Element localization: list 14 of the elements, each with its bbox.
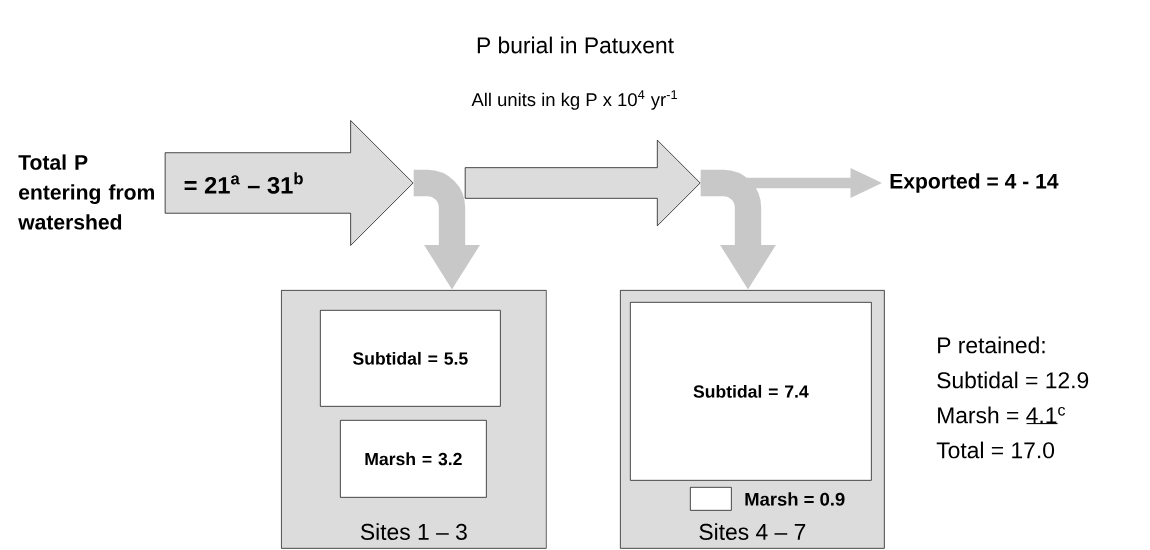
summary-text: Marsh = 4.1$^{c}$ [938, 406, 1066, 424]
side-text: Marsh = 0.9 [745, 492, 845, 506]
title: P burial in Patuxent [477, 36, 674, 54]
output-text: Exported = 4 - 14 [890, 173, 1059, 193]
side-text: Total P entering from watershed [18, 154, 154, 230]
result-box: Subtidal = 7.4 [630, 302, 872, 481]
block-arrow [464, 139, 701, 227]
subtitle: All units in kg P x 10$^{4}$ yr$^{-1}$ [471, 90, 678, 110]
summary-text: P retained: [938, 336, 1045, 354]
summary-text: Total = 17.0 [936, 441, 1055, 459]
result-box: Subtidal = 5.5 [320, 310, 501, 407]
result-box: Marsh = 3.2 [340, 420, 487, 498]
swatch-box [690, 487, 732, 511]
summary-text: Subtidal = 12.9 [937, 371, 1089, 389]
